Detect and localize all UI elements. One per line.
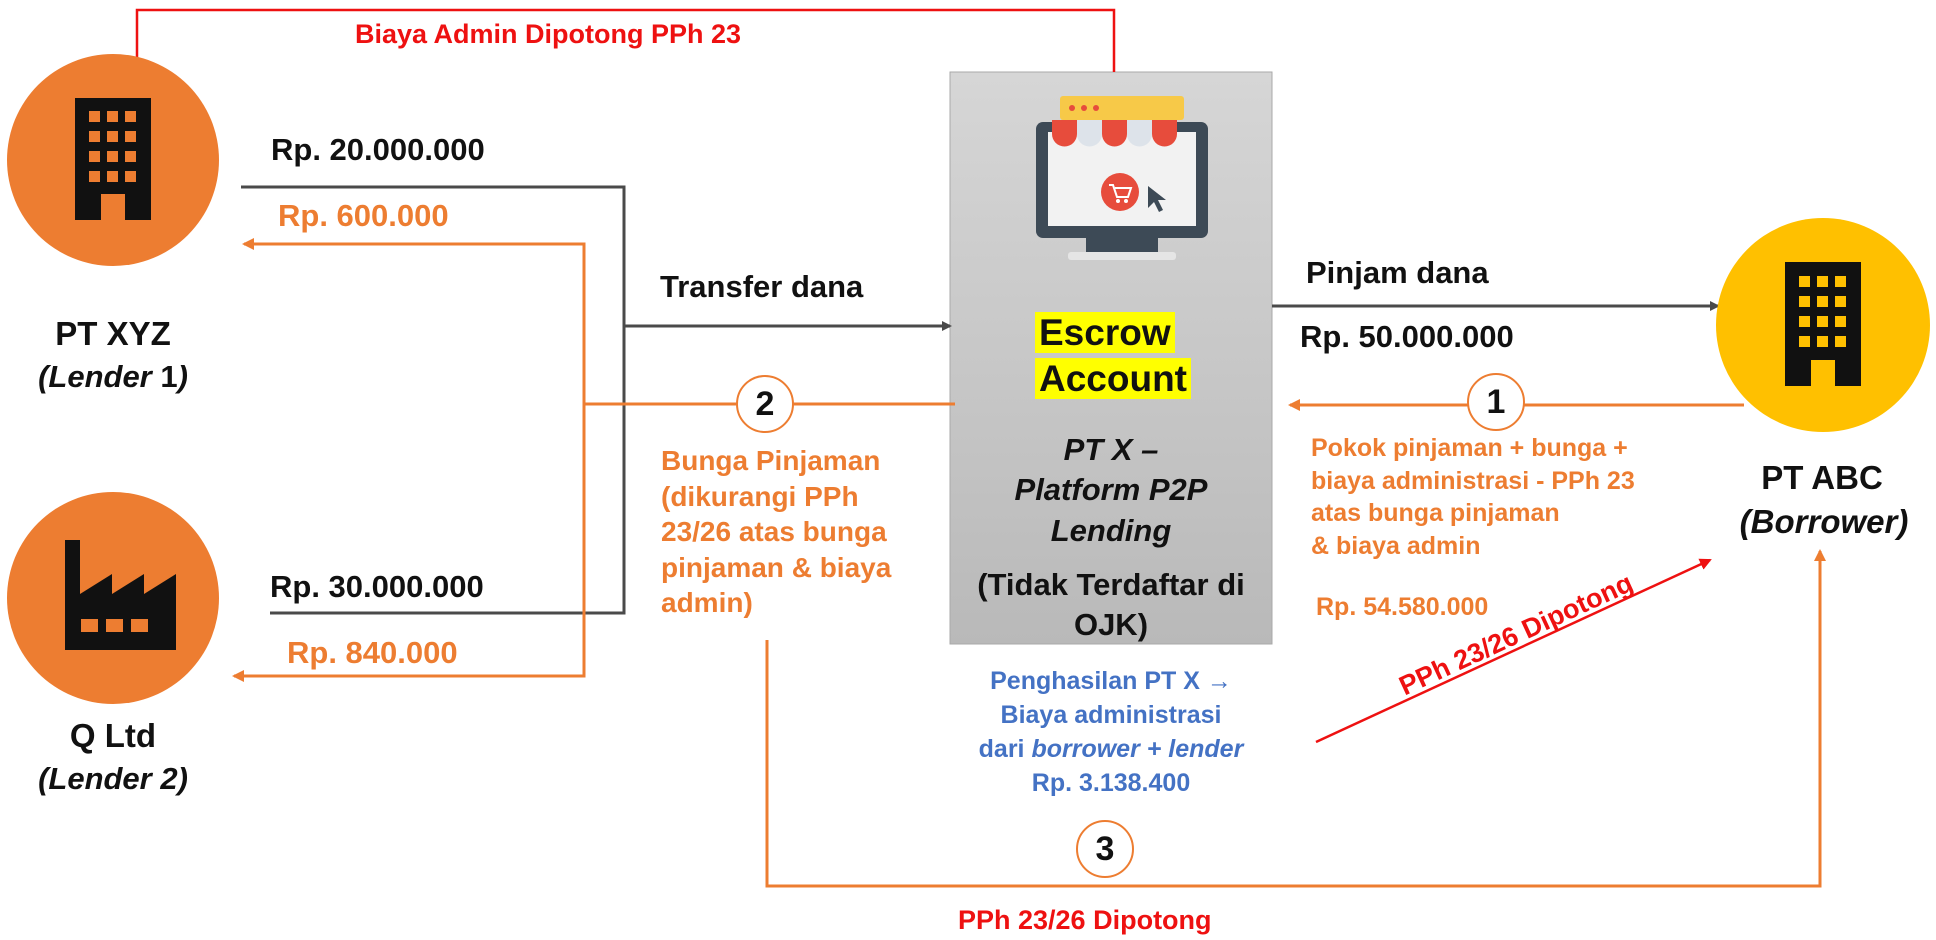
online-shop-monitor-icon xyxy=(1036,96,1208,260)
step1-badge: 1 xyxy=(1467,373,1525,431)
lender1-name: PT XYZ xyxy=(55,315,171,352)
lender2-transfer-line xyxy=(270,326,626,615)
platform-status: (Tidak Terdaftar di OJK) xyxy=(977,567,1245,643)
borrow-label: Pinjam dana xyxy=(1306,255,1489,290)
lender2-role: (Lender 2) xyxy=(38,761,188,796)
step1-description: Pokok pinjaman + bunga + biaya administr… xyxy=(1311,434,1635,560)
transfer-label: Transfer dana xyxy=(660,269,864,304)
step2-description: Bunga Pinjaman (dikurangi PPh 23/26 atas… xyxy=(661,445,892,619)
top-admin-arrow xyxy=(131,8,1116,82)
step3-badge: 3 xyxy=(1076,820,1134,878)
platform-name: PT X – Platform P2P Lending xyxy=(1014,432,1208,548)
lender1-transfer-line xyxy=(241,185,626,326)
platform-income: Penghasilan PT X → Biaya administrasi da… xyxy=(978,667,1244,797)
escrow-account-label: Escrow Account xyxy=(1035,310,1191,402)
lender2-interest-arrow xyxy=(232,404,586,682)
factory-icon xyxy=(65,540,176,650)
top-admin-label: Biaya Admin Dipotong PPh 23 xyxy=(355,19,742,49)
borrow-amount: Rp. 50.000.000 xyxy=(1300,319,1514,354)
lender1-amount-in: Rp. 600.000 xyxy=(278,198,449,233)
diagonal-tax-arrow xyxy=(1315,558,1712,744)
borrower-role: (Borrower) xyxy=(1739,503,1909,540)
lender2-amount-in: Rp. 840.000 xyxy=(287,635,458,670)
lender1-role: (Lender 1) xyxy=(38,359,188,394)
borrower-name: PT ABC xyxy=(1761,459,1883,496)
step2-badge: 2 xyxy=(736,375,794,433)
step1-amount: Rp. 54.580.000 xyxy=(1316,593,1489,621)
bottom-tax-label: PPh 23/26 Dipotong xyxy=(958,905,1212,935)
office-building-icon xyxy=(75,98,151,220)
office-building-icon xyxy=(1785,262,1861,386)
lender1-interest-arrow xyxy=(242,238,586,404)
lender2-name: Q Ltd xyxy=(69,717,157,754)
tax-flow-arrow xyxy=(765,549,1826,888)
lender1-amount-out: Rp. 20.000.000 xyxy=(271,132,485,167)
lender2-amount-out: Rp. 30.000.000 xyxy=(270,569,484,604)
